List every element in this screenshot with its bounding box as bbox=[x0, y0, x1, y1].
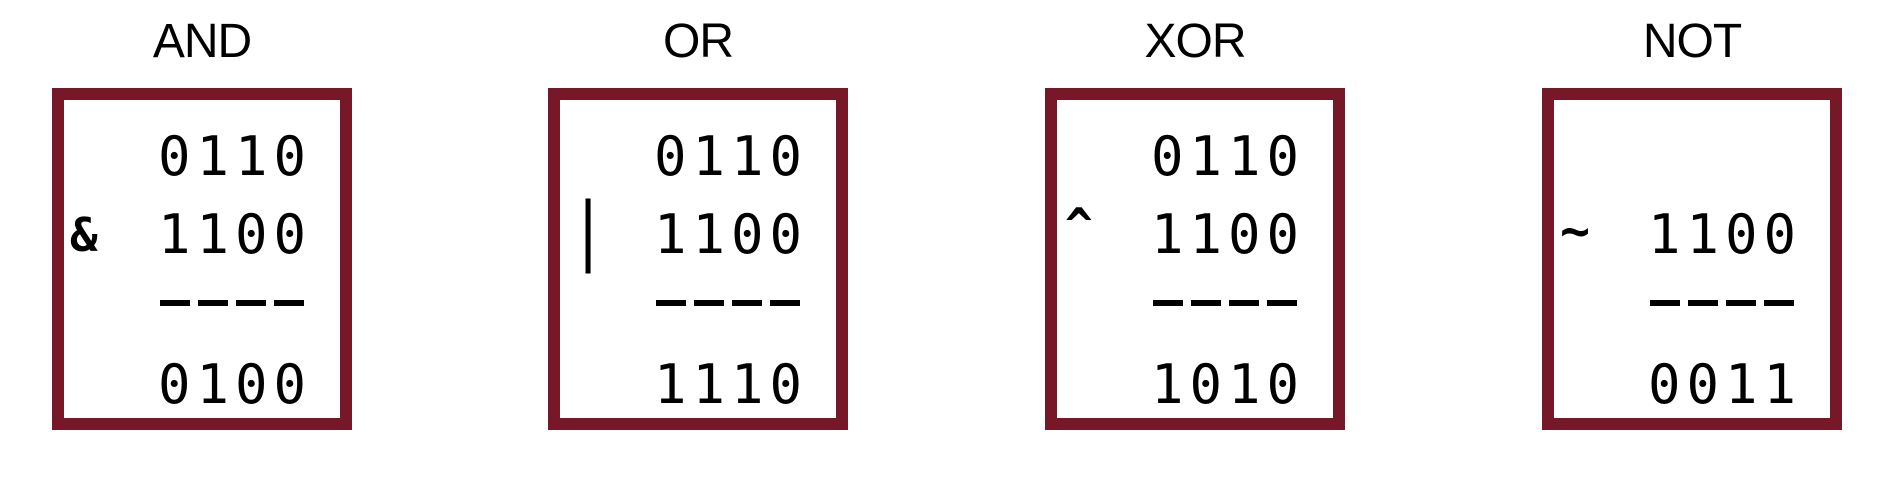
not-operator: ~ bbox=[1560, 202, 1591, 260]
and-box: & 0110 1100 0100 bbox=[52, 88, 352, 430]
and-operator: & bbox=[70, 208, 98, 262]
or-operand-1: 0110 bbox=[654, 125, 809, 188]
and-result: 0100 bbox=[158, 353, 313, 416]
xor-panel: XOR ^ 0110 1100 1010 bbox=[1045, 0, 1345, 480]
or-panel: OR | 0110 1100 1110 bbox=[548, 0, 848, 480]
xor-operand-2: 1100 bbox=[1151, 203, 1306, 266]
not-divider bbox=[1650, 300, 1796, 306]
and-title: AND bbox=[152, 15, 252, 68]
not-box: ~ 1100 0011 bbox=[1542, 88, 1842, 430]
or-box: | 0110 1100 1110 bbox=[548, 88, 848, 430]
not-title: NOT bbox=[1642, 15, 1742, 68]
not-result: 0011 bbox=[1648, 353, 1803, 416]
not-operand-2: 1100 bbox=[1648, 203, 1803, 266]
xor-box: ^ 0110 1100 1010 bbox=[1045, 88, 1345, 430]
or-result: 1110 bbox=[654, 353, 809, 416]
or-divider bbox=[656, 300, 802, 306]
and-operand-2: 1100 bbox=[158, 203, 313, 266]
or-operator: | bbox=[570, 187, 607, 275]
and-operand-1: 0110 bbox=[158, 125, 313, 188]
xor-result: 1010 bbox=[1151, 353, 1306, 416]
xor-operand-1: 0110 bbox=[1151, 125, 1306, 188]
and-panel: AND & 0110 1100 0100 bbox=[52, 0, 352, 480]
or-title: OR bbox=[663, 15, 734, 68]
and-divider bbox=[160, 300, 306, 306]
not-panel: NOT ~ 1100 0011 bbox=[1542, 0, 1842, 480]
or-operand-2: 1100 bbox=[654, 203, 809, 266]
xor-operator: ^ bbox=[1065, 198, 1093, 252]
xor-divider bbox=[1153, 300, 1299, 306]
xor-title: XOR bbox=[1144, 15, 1246, 68]
